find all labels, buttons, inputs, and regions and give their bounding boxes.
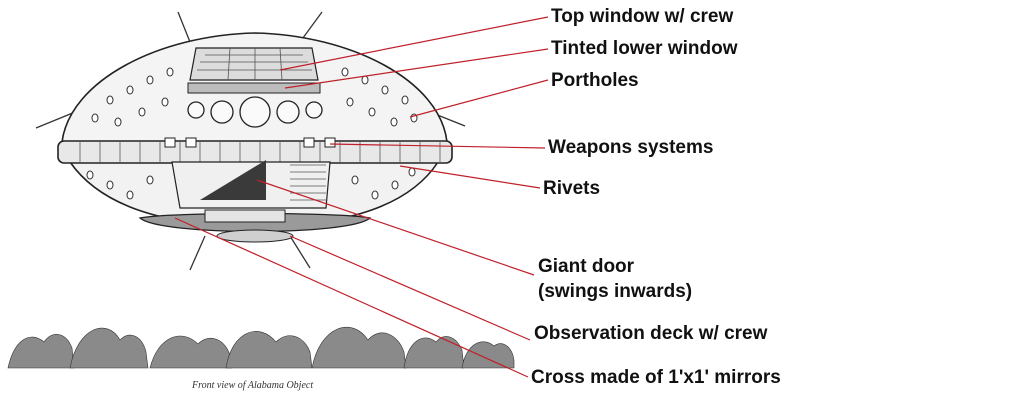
label-tinted-window: Tinted lower window <box>551 38 738 59</box>
label-portholes: Portholes <box>551 70 639 91</box>
label-giant-door-sub: (swings inwards) <box>538 281 693 302</box>
leader-giant-door <box>256 179 535 276</box>
figure-caption: Front view of Alabama Object <box>192 380 314 391</box>
rim-band <box>57 140 453 164</box>
leader-lines <box>174 16 549 378</box>
leader-observation <box>289 235 531 341</box>
leader-top-window <box>279 16 549 71</box>
portholes <box>86 67 418 200</box>
leader-portholes <box>409 79 549 118</box>
weapons-systems <box>164 137 336 148</box>
bushes <box>7 326 515 369</box>
leader-cross <box>174 217 529 378</box>
top-window <box>189 47 319 81</box>
leader-rivets <box>399 165 541 189</box>
label-weapons: Weapons systems <box>548 137 714 158</box>
tinted-window <box>187 82 321 94</box>
label-top-window: Top window w/ crew <box>551 6 734 27</box>
label-cross: Cross made of 1'x1' mirrors <box>531 367 781 388</box>
label-rivets: Rivets <box>543 178 601 199</box>
label-giant-door: Giant door <box>538 256 635 277</box>
leader-tinted-window <box>284 48 549 89</box>
leader-weapons <box>329 143 546 149</box>
label-observation: Observation deck w/ crew <box>534 323 768 344</box>
central-portholes <box>187 96 323 128</box>
